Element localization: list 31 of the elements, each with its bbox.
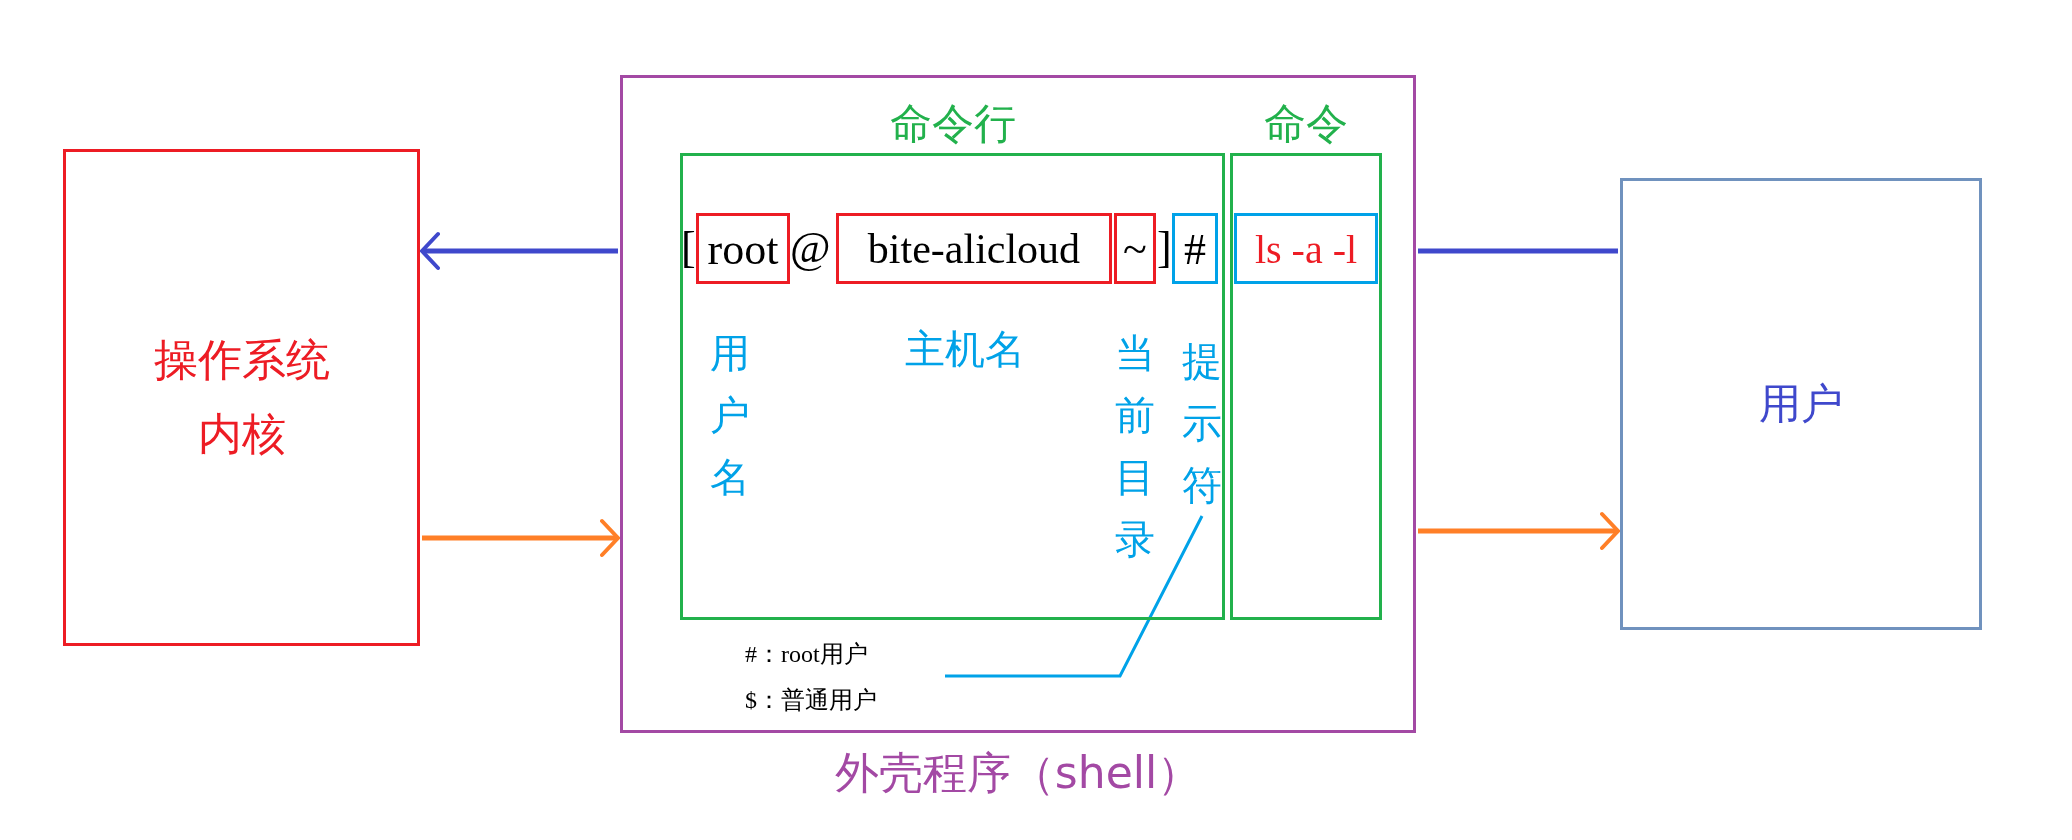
command-text-box — [1234, 213, 1378, 284]
prompt-bracket: [ — [681, 222, 696, 273]
prompt-text: # — [1184, 223, 1206, 274]
username-box — [696, 213, 790, 284]
prompt-symbol: @ — [790, 222, 831, 273]
box-title: 命令 — [1264, 98, 1348, 150]
prompt-bracket: ] — [1157, 222, 1172, 273]
box-title: 命令行 — [889, 98, 1016, 150]
note-line: $：普通用户 — [745, 686, 877, 715]
user-box — [1620, 178, 1982, 630]
annotation-text: 提示符 — [1180, 330, 1224, 516]
connector-line — [1418, 248, 1618, 254]
directory-box — [1114, 213, 1156, 284]
box-label: 用户 — [1759, 378, 1843, 430]
hostname-box — [836, 213, 1112, 284]
command-text: ls -a -l — [1254, 225, 1358, 272]
box-title: 外壳程序（shell） — [834, 746, 1202, 800]
arrow — [1418, 512, 1620, 550]
annotation-text: 用户名 — [709, 329, 751, 502]
prompt-text: root — [707, 223, 779, 274]
kernel-box — [63, 149, 420, 646]
leader-line — [945, 515, 1204, 678]
prompt-box — [1172, 213, 1218, 284]
box-label: 操作系统内核 — [152, 332, 331, 462]
prompt-text: ~ — [1123, 223, 1147, 274]
note-line: #：root用户 — [745, 640, 868, 669]
arrow — [422, 519, 620, 557]
annotation-text: 主机名 — [905, 325, 1025, 374]
arrow — [420, 232, 618, 270]
annotation-text: 当前目录 — [1114, 329, 1156, 564]
prompt-text: bite-alicloud — [867, 224, 1081, 273]
